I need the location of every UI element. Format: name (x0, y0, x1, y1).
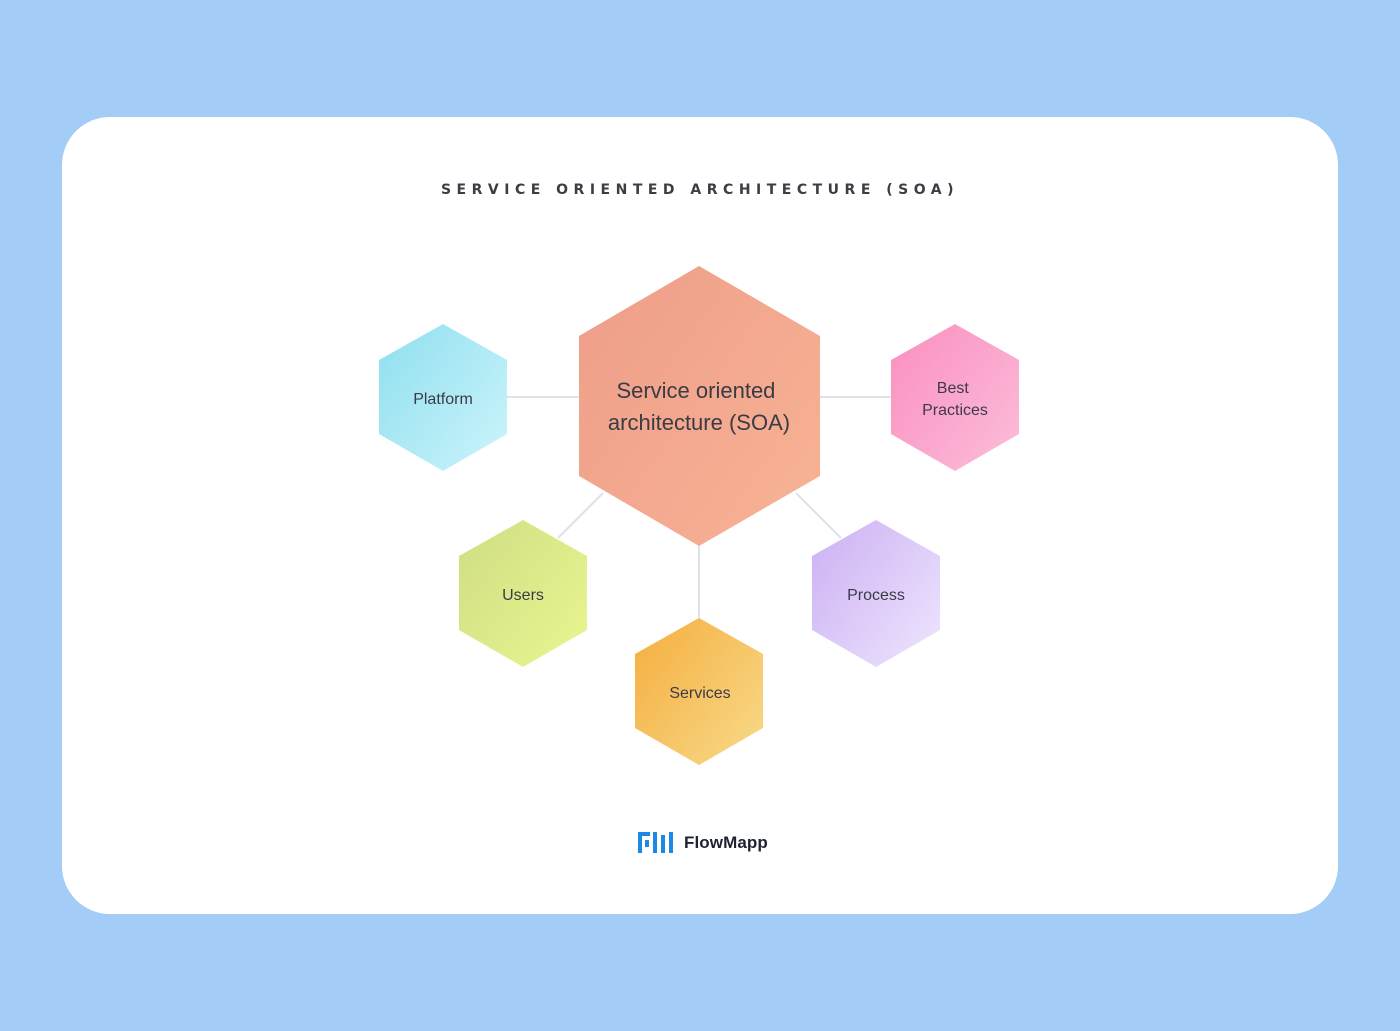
hex-services-label: Services (669, 685, 730, 702)
hex-best-practices-label: Best Practices (922, 380, 988, 419)
hex-users-label: Users (502, 587, 544, 604)
connector-process (795, 492, 842, 539)
hex-platform: Platform (379, 324, 507, 471)
hex-center: Service oriented architecture (SOA) (579, 266, 820, 546)
hex-process: Process (812, 520, 940, 667)
hex-platform-label: Platform (413, 391, 473, 408)
diagram-title: SERVICE ORIENTED ARCHITECTURE (SOA) (440, 182, 960, 198)
connector-users (557, 492, 604, 539)
hex-center-label: Service oriented architecture (SOA) (608, 378, 790, 435)
flowmapp-logo-icon (638, 832, 673, 853)
hex-best-practices: Best Practices (891, 324, 1019, 471)
brand-name: FlowMapp (684, 833, 768, 852)
hex-services: Services (635, 618, 763, 765)
brand: FlowMapp (638, 831, 768, 855)
hex-users: Users (459, 520, 587, 667)
hex-process-label: Process (847, 587, 905, 604)
